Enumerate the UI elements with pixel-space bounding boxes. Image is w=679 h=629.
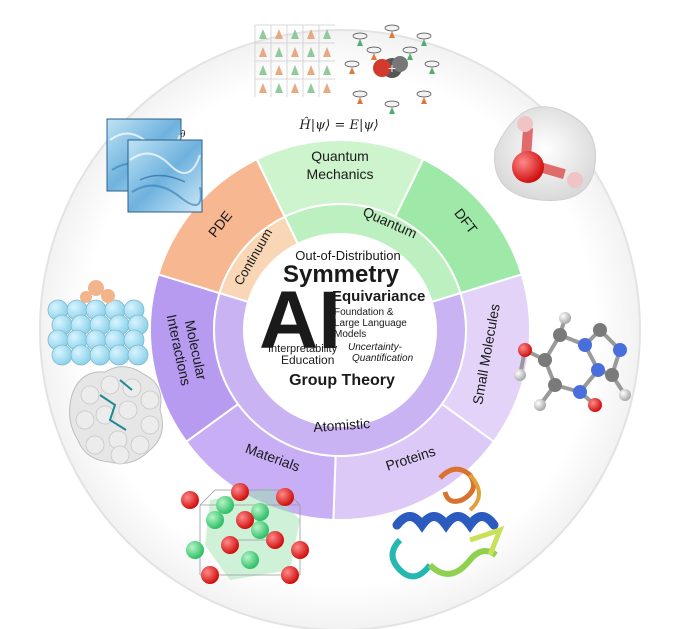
interpretability-label: Interpretability [268,343,338,355]
llm-label-1: Foundation & [334,307,394,318]
orbital-dipole-diagram: + [344,24,440,114]
spin-lattice-diagram [254,24,335,97]
group-theory-label: Group Theory [289,372,395,389]
equivariance-label: Equivariance [332,288,425,305]
uq-label-2: Quantification [352,353,414,364]
protein-surface [69,366,163,465]
schrodinger-equation: Ĥ|ψ⟩ = E|ψ⟩ [298,117,378,133]
center-disc [244,234,436,426]
crystal-lattice [181,483,309,584]
llm-label-3: Models [334,329,366,340]
symmetry-label: Symmetry [283,261,400,288]
caffeine-molecule [514,312,631,412]
center-text: Out-of-Distribution Symmetry AI Equivari… [259,248,425,389]
education-label: Education [281,353,334,367]
protein-ribbon [389,466,505,580]
svg-text:∂: ∂ [180,127,186,140]
quantum-mechanics-label-2: Mechanics [307,166,374,182]
quantum-mechanics-label-1: Quantum [311,148,369,164]
atomistic-label: Atomistic [313,415,371,435]
adsorbate-on-surface [47,280,149,366]
water-molecule [494,106,597,202]
fluid-flow-fields: ∂ [106,118,203,213]
llm-label-2: Large Language [334,318,407,329]
ai-label: AI [259,275,341,366]
ood-label: Out-of-Distribution [295,248,400,263]
svg-text:+: + [387,62,396,75]
uq-label-1: Uncertainty- [348,342,403,353]
